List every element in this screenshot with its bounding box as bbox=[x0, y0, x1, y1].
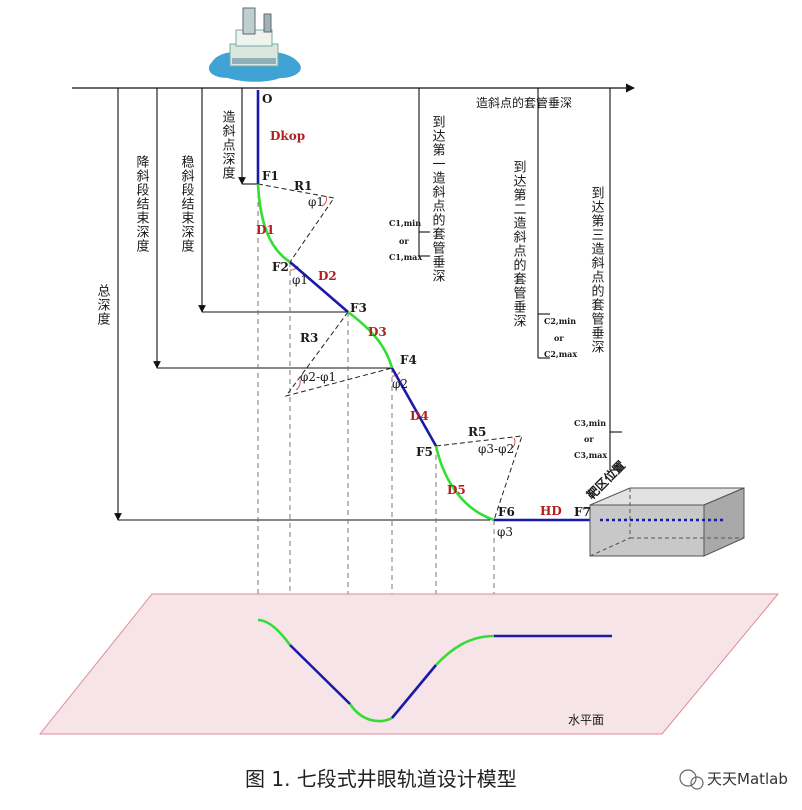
to-first-kickoff-label: 到达第一造斜点的套管垂深 bbox=[430, 115, 446, 283]
casing2-values: C2,min or C2,max bbox=[544, 316, 577, 359]
radius-r1-label: R1 bbox=[294, 179, 312, 193]
drop-end-depth-label: 降斜段结束深度 bbox=[134, 155, 150, 253]
segment-d3-label: D3 bbox=[368, 325, 387, 339]
origin-label: O bbox=[262, 92, 272, 106]
well-trajectory bbox=[256, 90, 600, 522]
to-third-kickoff-label: 到达第三造斜点的套管垂深 bbox=[589, 186, 605, 354]
segment-d2 bbox=[289, 261, 349, 313]
angle-phi3-label: φ3 bbox=[497, 525, 513, 539]
point-f2-label: F2 bbox=[272, 260, 289, 274]
segment-hd-label: HD bbox=[540, 504, 562, 518]
point-f3-label: F3 bbox=[350, 301, 367, 315]
construction-lines bbox=[257, 183, 523, 521]
segment-d5 bbox=[434, 445, 495, 522]
radius-r3-label: R3 bbox=[300, 331, 318, 345]
casing1-values: C1,min or C1,max bbox=[389, 218, 422, 262]
angle-phi1-lower-label: φ1 bbox=[292, 273, 308, 287]
offshore-platform-icon bbox=[208, 7, 301, 82]
figure-caption: 图 1. 七段式井眼轨道设计模型 bbox=[245, 767, 517, 791]
angle-phi2-label: φ2 bbox=[392, 377, 408, 391]
wechat-icon bbox=[679, 769, 697, 787]
angle-phi3-minus-phi2-label: φ3-φ2 bbox=[478, 442, 514, 456]
radius-r5-label: R5 bbox=[468, 425, 486, 439]
svg-text:C2,min: C2,min bbox=[544, 316, 576, 326]
plane-projection bbox=[257, 618, 612, 723]
angle-phi1-upper-label: φ1 bbox=[308, 195, 324, 209]
point-f5-label: F5 bbox=[416, 445, 433, 459]
segment-d1 bbox=[256, 183, 291, 264]
point-f4-label: F4 bbox=[400, 353, 417, 367]
svg-text:or: or bbox=[554, 333, 564, 343]
target-box bbox=[589, 487, 745, 557]
watermark: 天天Matlab bbox=[679, 769, 788, 790]
horizontal-plane bbox=[38, 593, 780, 735]
to-second-kickoff-label: 到达第二造斜点的套管垂深 bbox=[511, 160, 527, 328]
casing3-values: C3,min or C3,max bbox=[574, 418, 607, 460]
hold-end-depth-label: 稳斜段结束深度 bbox=[179, 154, 195, 253]
segment-d2-label: D2 bbox=[318, 269, 337, 283]
svg-text:or: or bbox=[584, 434, 594, 444]
segment-d4 bbox=[390, 367, 438, 447]
total-depth-label: 总深度 bbox=[95, 284, 111, 326]
kickoff-depth-label: 造斜点深度 bbox=[220, 110, 236, 180]
segment-d4-label: D4 bbox=[410, 409, 429, 423]
point-f1-label: F1 bbox=[262, 169, 279, 183]
segment-d5-label: D5 bbox=[447, 483, 466, 497]
svg-text:C1,min: C1,min bbox=[389, 218, 421, 228]
segment-dkop-label: Dkop bbox=[270, 129, 305, 143]
top-axis-label: 造斜点的套管垂深 bbox=[476, 95, 572, 110]
segment-d3 bbox=[347, 310, 394, 369]
angle-phi2-minus-phi1-label: φ2-φ1 bbox=[300, 370, 336, 384]
plane-label: 水平面 bbox=[568, 713, 604, 727]
segment-d1-label: D1 bbox=[256, 223, 275, 237]
angle-arcs bbox=[289, 195, 516, 449]
svg-text:C2,max: C2,max bbox=[544, 349, 577, 359]
watermark-text: 天天Matlab bbox=[707, 770, 788, 788]
point-f7-label: F7 bbox=[574, 505, 591, 519]
svg-text:C3,min: C3,min bbox=[574, 418, 606, 428]
svg-text:C3,max: C3,max bbox=[574, 450, 607, 460]
svg-text:or: or bbox=[399, 236, 409, 246]
svg-text:C1,max: C1,max bbox=[389, 252, 422, 262]
point-f6-label: F6 bbox=[498, 505, 515, 519]
